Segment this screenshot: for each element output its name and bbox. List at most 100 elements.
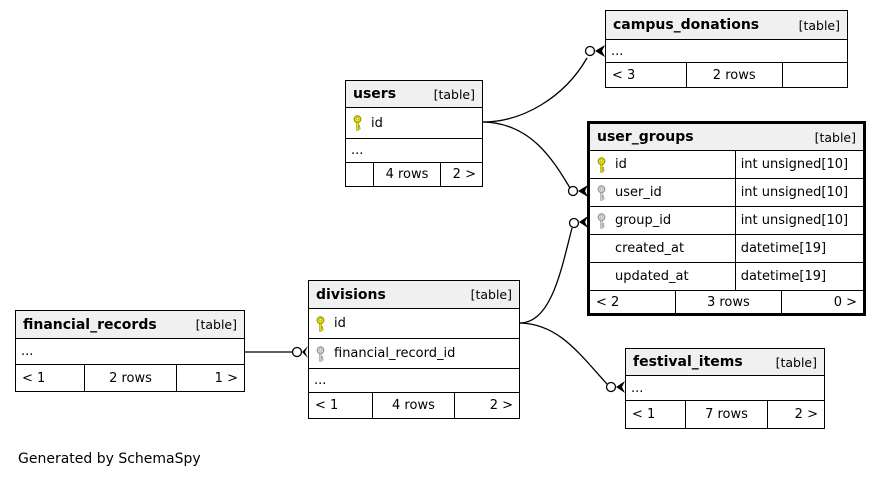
stats-children: < 1: [22, 370, 46, 386]
column-name: id: [371, 115, 383, 131]
column-name-cell: group_id: [590, 207, 735, 234]
table-title: financial_records: [23, 316, 157, 333]
column-row: ...: [16, 339, 244, 365]
edge-circle-connector: [568, 217, 580, 229]
table-header[interactable]: financial_records [table]: [16, 311, 244, 339]
column-name-cell: created_at: [590, 235, 735, 262]
column-name: ...: [21, 344, 34, 359]
stats-children: < 2: [596, 294, 620, 310]
edge-circle-connector: [567, 185, 579, 197]
edge-circle-connector: [291, 346, 303, 358]
stats-parents: 2 >: [439, 163, 482, 186]
table-title: campus_donations: [613, 17, 760, 33]
generated-by-note: Generated by SchemaSpy: [18, 451, 201, 467]
column-name: updated_at: [615, 269, 689, 284]
column-name: ...: [314, 373, 327, 388]
column-type: int unsigned[10]: [734, 179, 863, 206]
table-type-badge: [table]: [814, 129, 856, 145]
column-name: ...: [351, 143, 364, 158]
table-campus_donations: campus_donations[table]... < 3 2 rows: [605, 10, 848, 88]
edge-circle-connector: [605, 381, 617, 393]
stats-rows: 4 rows: [372, 393, 454, 418]
column-name: ...: [611, 43, 624, 59]
column-name-cell: ...: [606, 40, 847, 62]
column-name-cell: ...: [16, 339, 244, 364]
stats-rows: 4 rows: [373, 163, 440, 186]
primary-key-icon: [315, 315, 326, 332]
relationship-edge: [482, 121, 588, 197]
table-title: festival_items: [633, 354, 743, 370]
stats-children: < 1: [315, 398, 339, 413]
column-row: ...: [606, 40, 847, 63]
edge-arrowhead: [595, 45, 605, 57]
table-stats: < 3 2 rows: [606, 63, 847, 87]
column-row: ...: [626, 376, 824, 401]
table-header[interactable]: users[table]: [346, 81, 482, 108]
stats-children: [346, 163, 373, 186]
column-name-cell: ...: [309, 369, 519, 392]
column-name: financial_record_id: [334, 346, 456, 361]
column-row: ...: [346, 139, 482, 163]
column-type: datetime[19]: [734, 263, 863, 290]
relationship-edge: [482, 45, 605, 123]
table-type-badge: [table]: [433, 86, 475, 102]
relationship-edge: [519, 322, 625, 393]
edge-arrowhead: [616, 381, 625, 393]
table-title: user_groups: [597, 129, 694, 145]
column-row: user_id int unsigned[10]: [590, 179, 863, 207]
column-name: ...: [631, 380, 644, 396]
relationship-edge: [245, 346, 308, 358]
key-placeholder: [596, 241, 607, 257]
column-name: user_id: [615, 185, 662, 200]
edge-circle-connector: [584, 45, 596, 57]
primary-key-icon: [352, 115, 363, 131]
stats-parents: 1 >: [175, 365, 244, 391]
relationship-edge: [519, 216, 588, 324]
table-header[interactable]: campus_donations[table]: [606, 11, 847, 40]
column-row: id: [309, 309, 519, 339]
stats-children: < 1: [632, 407, 656, 422]
stats-parents: [781, 63, 847, 87]
column-name-cell: updated_at: [590, 263, 735, 290]
primary-key-icon: [596, 156, 607, 173]
column-name-cell: financial_record_id: [309, 339, 519, 368]
column-name: id: [334, 316, 346, 331]
column-name-cell: id: [590, 151, 735, 178]
column-row: id: [346, 108, 482, 139]
foreign-key-icon: [596, 212, 607, 229]
table-divisions: divisions [table] id financial_record_id...…: [308, 280, 520, 419]
stats-rows: 7 rows: [685, 401, 766, 428]
foreign-key-icon: [315, 345, 326, 362]
stats-rows: 2 rows: [685, 63, 782, 87]
column-row: ...: [309, 369, 519, 393]
table-type-badge: [table]: [470, 287, 512, 302]
stats-rows: 2 rows: [84, 365, 175, 391]
stats-parents: 2 >: [453, 393, 519, 418]
stats-parents: 0 >: [781, 291, 863, 313]
table-header[interactable]: divisions [table]: [309, 281, 519, 309]
column-row: updated_at datetime[19]: [590, 263, 863, 291]
table-header[interactable]: user_groups [table]: [590, 124, 863, 151]
foreign-key-icon: [596, 184, 607, 201]
table-title: divisions: [316, 286, 386, 303]
key-placeholder: [596, 269, 607, 285]
table-type-badge: [table]: [195, 317, 237, 332]
column-name: group_id: [615, 213, 672, 228]
column-name-cell: id: [309, 309, 519, 338]
stats-children: < 3: [612, 67, 636, 83]
table-header[interactable]: festival_items[table]: [626, 349, 824, 376]
column-name-cell: id: [346, 108, 482, 138]
column-row: financial_record_id: [309, 339, 519, 369]
